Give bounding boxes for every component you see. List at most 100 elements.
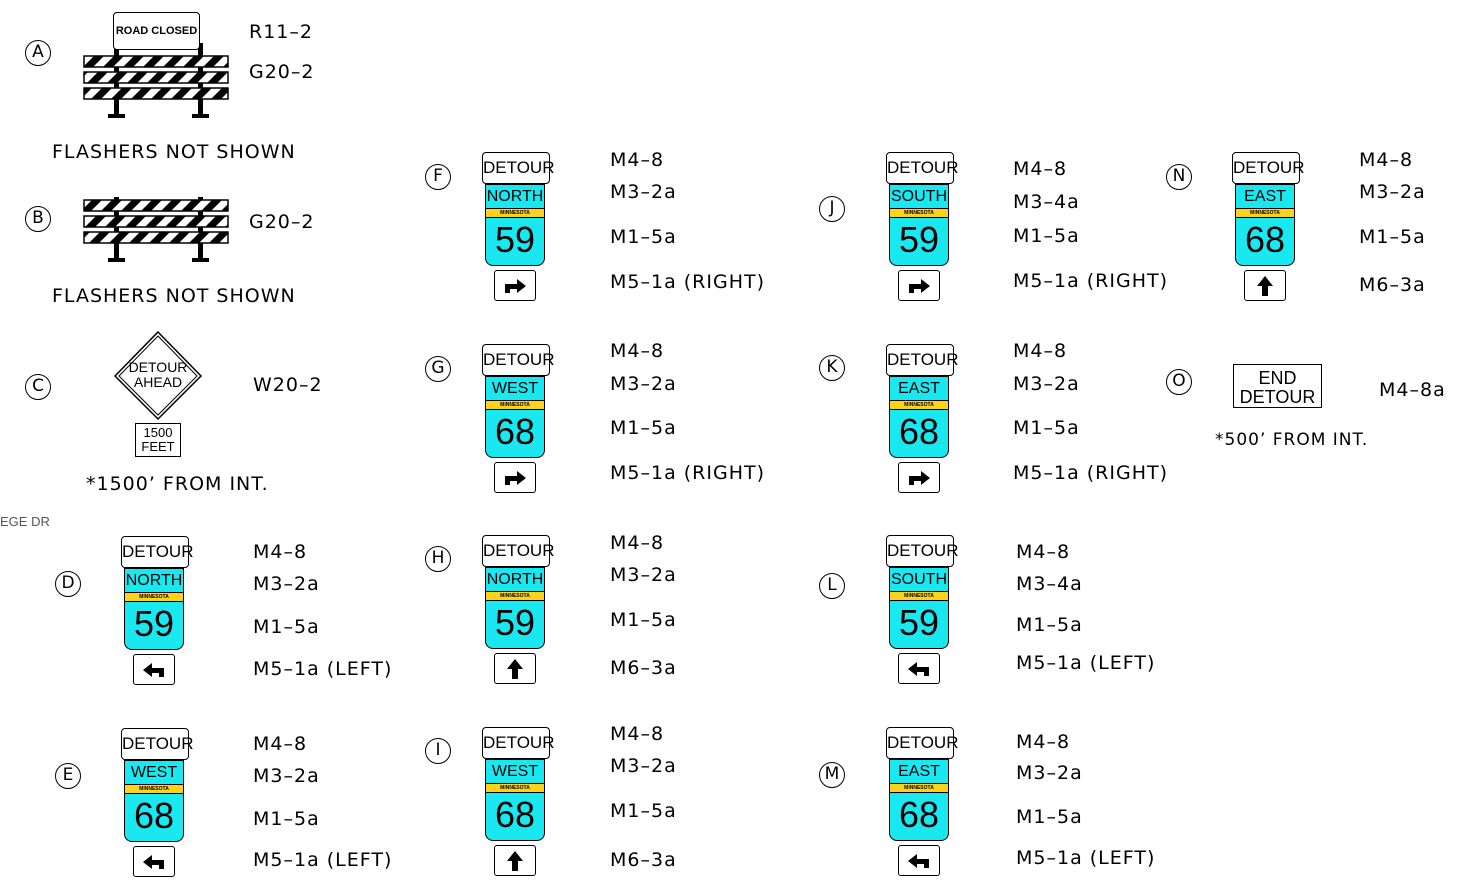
code-d-4: M5–1a (LEFT) — [253, 660, 392, 679]
road-closed-sign: ROAD CLOSED — [113, 12, 200, 50]
detour-assembly-h: DETOURNORTHMINNESOTA59 — [482, 535, 552, 700]
arrow-left-icon — [134, 847, 174, 876]
note-a-flashers: FLASHERS NOT SHOWN — [52, 143, 296, 162]
route-shield: MINNESOTA59 — [124, 592, 184, 650]
code-n-1: M4–8 — [1359, 151, 1413, 170]
code-n-3: M1–5a — [1359, 228, 1426, 247]
callout-a: A — [25, 40, 51, 66]
end-detour-sign: END DETOUR — [1233, 364, 1322, 408]
detour-assembly-k: DETOUREASTMINNESOTA68 — [886, 344, 956, 509]
code-m-4: M5–1a (LEFT) — [1016, 849, 1155, 868]
code-n-4: M6–3a — [1359, 276, 1426, 295]
detour-header-sign: DETOUR — [886, 727, 954, 759]
arrow-left-icon — [899, 654, 939, 683]
route-number: 68 — [125, 793, 183, 839]
detour-header-sign: DETOUR — [121, 536, 189, 568]
code-f-4: M5–1a (RIGHT) — [610, 273, 765, 292]
route-number: 59 — [486, 600, 544, 646]
arrow-left-sign — [898, 845, 940, 876]
arrow-up-icon — [495, 846, 535, 875]
diamond-text: DETOUR AHEAD — [112, 360, 204, 390]
diamond-line-2: AHEAD — [112, 375, 204, 390]
callout-c: C — [25, 374, 51, 400]
detour-header-sign: DETOUR — [482, 535, 550, 567]
plaque-line-1: 1500 — [136, 426, 180, 440]
code-o-m4-8a: M4–8a — [1379, 381, 1446, 400]
detour-header-sign: DETOUR — [886, 152, 954, 184]
code-f-3: M1–5a — [610, 228, 677, 247]
code-g-4: M5–1a (RIGHT) — [610, 464, 765, 483]
route-shield: MINNESOTA68 — [124, 784, 184, 842]
callout-e: E — [55, 763, 81, 789]
code-l-3: M1–5a — [1016, 616, 1083, 635]
code-m-1: M4–8 — [1016, 733, 1070, 752]
plaque-line-2: FEET — [136, 440, 180, 454]
callout-n: N — [1166, 164, 1192, 190]
code-f-1: M4–8 — [610, 151, 664, 170]
cardinal-direction-sign: NORTH — [485, 567, 545, 592]
code-b-g20-2: G20–2 — [249, 213, 315, 232]
callout-g: G — [425, 356, 451, 382]
code-h-3: M1–5a — [610, 611, 677, 630]
route-number: 68 — [486, 409, 544, 455]
diamond-line-1: DETOUR — [112, 360, 204, 375]
cardinal-direction-sign: EAST — [889, 759, 949, 784]
route-shield: MINNESOTA59 — [889, 208, 949, 266]
code-f-2: M3–2a — [610, 183, 677, 202]
detour-header-sign: DETOUR — [886, 535, 954, 567]
code-e-4: M5–1a (LEFT) — [253, 851, 392, 870]
cardinal-direction-sign: EAST — [1235, 184, 1295, 209]
code-k-1: M4–8 — [1013, 342, 1067, 361]
detour-header-sign: DETOUR — [482, 344, 550, 376]
route-number: 68 — [1236, 217, 1294, 263]
route-number: 59 — [890, 217, 948, 263]
cardinal-direction-sign: WEST — [124, 760, 184, 785]
code-d-1: M4–8 — [253, 543, 307, 562]
route-number: 68 — [486, 792, 544, 838]
callout-o: O — [1166, 369, 1192, 395]
arrow-right-sign — [494, 270, 536, 301]
detour-header-sign: DETOUR — [886, 344, 954, 376]
code-g-3: M1–5a — [610, 419, 677, 438]
code-g-2: M3–2a — [610, 375, 677, 394]
distance-plaque: 1500 FEET — [135, 423, 181, 457]
arrow-right-sign — [898, 462, 940, 493]
code-j-4: M5–1a (RIGHT) — [1013, 272, 1168, 291]
arrow-right-sign — [494, 462, 536, 493]
arrow-up-icon — [1245, 271, 1285, 300]
code-a-r11-2: R11–2 — [249, 23, 313, 42]
code-e-1: M4–8 — [253, 735, 307, 754]
code-n-2: M3–2a — [1359, 183, 1426, 202]
arrow-left-sign — [133, 846, 175, 877]
code-c-w20-2: W20–2 — [253, 376, 323, 395]
arrow-right-icon — [495, 463, 535, 492]
arrow-up-sign — [1244, 270, 1286, 301]
code-l-1: M4–8 — [1016, 543, 1070, 562]
arrow-up-icon — [495, 654, 535, 683]
arrow-right-sign — [898, 270, 940, 301]
end-detour-line-2: DETOUR — [1234, 388, 1321, 407]
code-e-2: M3–2a — [253, 767, 320, 786]
callout-l: L — [819, 573, 845, 599]
cardinal-direction-sign: SOUTH — [889, 567, 949, 592]
detour-header-sign: DETOUR — [1232, 152, 1300, 184]
code-g-1: M4–8 — [610, 342, 664, 361]
code-k-4: M5–1a (RIGHT) — [1013, 464, 1168, 483]
cardinal-direction-sign: EAST — [889, 376, 949, 401]
note-b-flashers: FLASHERS NOT SHOWN — [52, 287, 296, 306]
callout-i: I — [425, 738, 451, 764]
code-d-3: M1–5a — [253, 618, 320, 637]
callout-h: H — [425, 546, 451, 572]
arrow-right-icon — [899, 271, 939, 300]
code-i-3: M1–5a — [610, 802, 677, 821]
arrow-left-sign — [898, 653, 940, 684]
route-number: 59 — [125, 601, 183, 647]
